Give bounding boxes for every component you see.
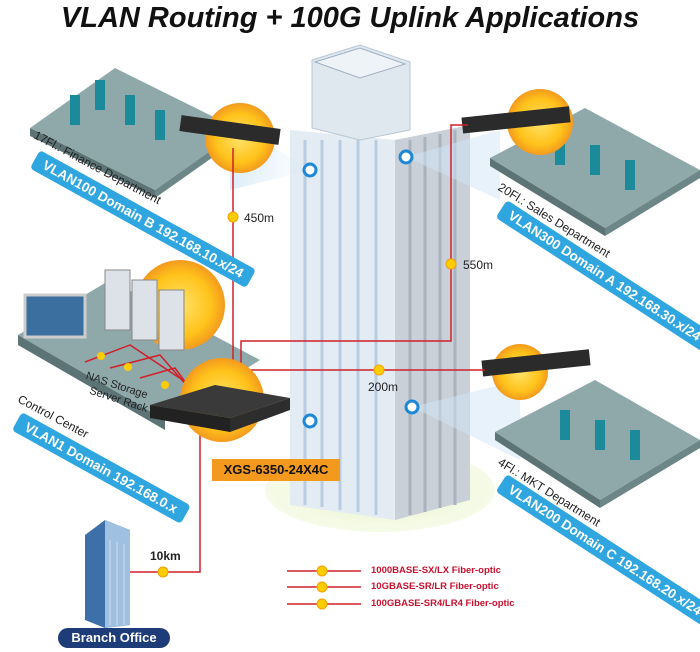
page-title: VLAN Routing + 100G Uplink Applications <box>60 2 640 34</box>
tower-node <box>302 413 318 429</box>
sales-switch <box>461 106 571 134</box>
fiber-badge <box>445 258 457 270</box>
tower-node <box>302 162 318 178</box>
core-switch <box>150 385 290 418</box>
legend-badge-10g <box>316 581 328 593</box>
fiber-badge <box>157 566 169 578</box>
fiber-badge <box>373 364 385 376</box>
sales-distance: 550m <box>463 258 494 272</box>
server-rack-icon <box>104 269 185 351</box>
legend-100g-label: 100GBASE-SR4/LR4 Fiber-optic <box>371 598 515 609</box>
finance-distance: 450m <box>244 211 275 225</box>
legend-1g-label: 1000BASE-SX/LX Fiber-optic <box>371 565 501 576</box>
branch-office-label: Branch Office <box>58 628 170 648</box>
office-tower <box>290 44 470 520</box>
branch-office-building <box>85 520 130 628</box>
tower-node <box>404 399 420 415</box>
legend-badge-100g <box>316 598 328 610</box>
branch-distance: 10km <box>150 549 181 563</box>
mkt-floor <box>495 380 700 508</box>
fiber-badge <box>227 211 239 223</box>
legend-10g-label: 10GBASE-SR/LR Fiber-optic <box>371 581 499 592</box>
core-switch-model-label: XGS-6350-24X4C <box>212 459 340 481</box>
tower-node <box>398 149 414 165</box>
mkt-switch <box>481 349 591 377</box>
fiber-sales <box>240 124 468 392</box>
finance-switch <box>179 115 281 145</box>
fiber-branch <box>130 415 201 573</box>
mkt-distance: 200m <box>368 380 399 394</box>
legend-badge-1g <box>316 565 328 577</box>
